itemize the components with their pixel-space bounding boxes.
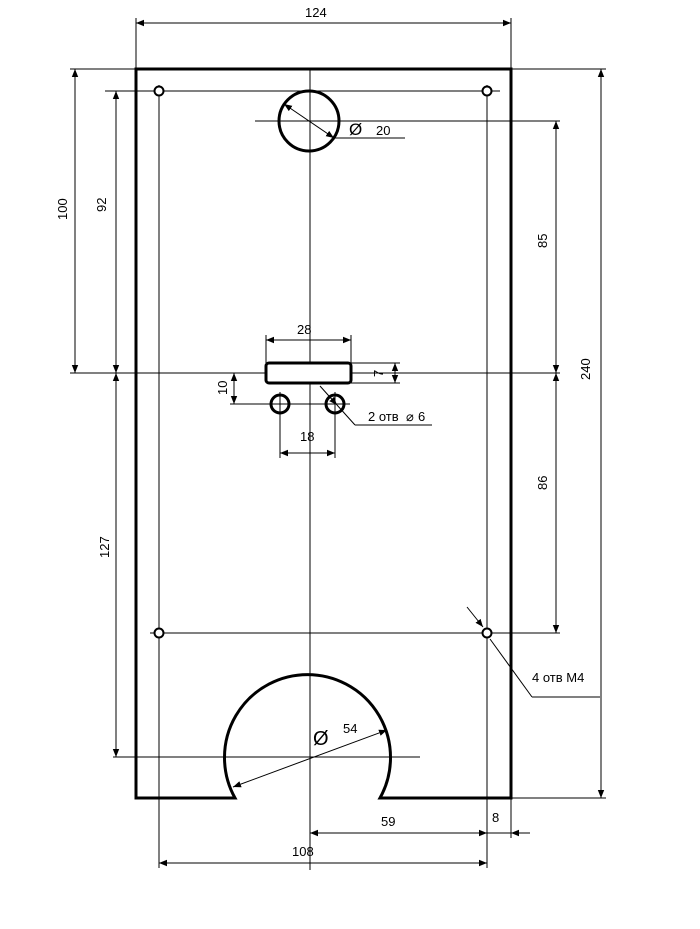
small-holes-symbol: ⌀ bbox=[406, 409, 414, 424]
holes-spacing-label: 18 bbox=[300, 429, 314, 444]
mount-hole-bottom-right bbox=[481, 627, 493, 639]
top-hole bbox=[277, 89, 341, 153]
height-127-label: 127 bbox=[97, 536, 112, 558]
slot-length-label: 28 bbox=[297, 322, 311, 337]
height-100-label: 100 bbox=[55, 198, 70, 220]
mount-holes-leader-2 bbox=[489, 638, 533, 698]
top-hole-diameter-value: 20 bbox=[376, 123, 390, 138]
overall-width-label: 124 bbox=[305, 5, 327, 20]
top-hole-diameter-arrow bbox=[283, 103, 335, 139]
mount-holes-leader-1 bbox=[466, 606, 484, 628]
bottom-59-label: 59 bbox=[381, 814, 395, 829]
overall-height-label: 240 bbox=[578, 358, 593, 380]
cutout-diameter-symbol: Ø bbox=[313, 728, 329, 750]
mount-hole-bottom-left bbox=[153, 627, 165, 639]
small-holes-leader-2 bbox=[336, 404, 356, 426]
height-92-label: 92 bbox=[94, 198, 109, 212]
top-to-center-85-label: 85 bbox=[535, 234, 550, 248]
mount-hole-top-left bbox=[153, 85, 165, 97]
center-slot bbox=[264, 361, 353, 385]
bottom-108-label: 108 bbox=[292, 844, 314, 859]
mount-holes-label: 4 отв М4 bbox=[532, 670, 584, 685]
small-holes-label: 2 отв bbox=[368, 409, 399, 424]
cutout-diameter-value: 54 bbox=[343, 721, 357, 736]
mount-hole-top-right bbox=[481, 85, 493, 97]
bottom-8-label: 8 bbox=[492, 810, 499, 825]
cutout-diameter-arrow bbox=[232, 729, 388, 788]
center-to-bottom-86-label: 86 bbox=[535, 476, 550, 490]
slot-to-holes-label: 10 bbox=[215, 381, 230, 395]
plate-outline bbox=[134, 67, 513, 800]
small-holes-leader bbox=[319, 385, 338, 406]
top-hole-diameter-symbol: Ø bbox=[349, 120, 362, 139]
slot-height-label: 7 bbox=[371, 370, 386, 377]
small-holes-value: 6 bbox=[418, 409, 425, 424]
